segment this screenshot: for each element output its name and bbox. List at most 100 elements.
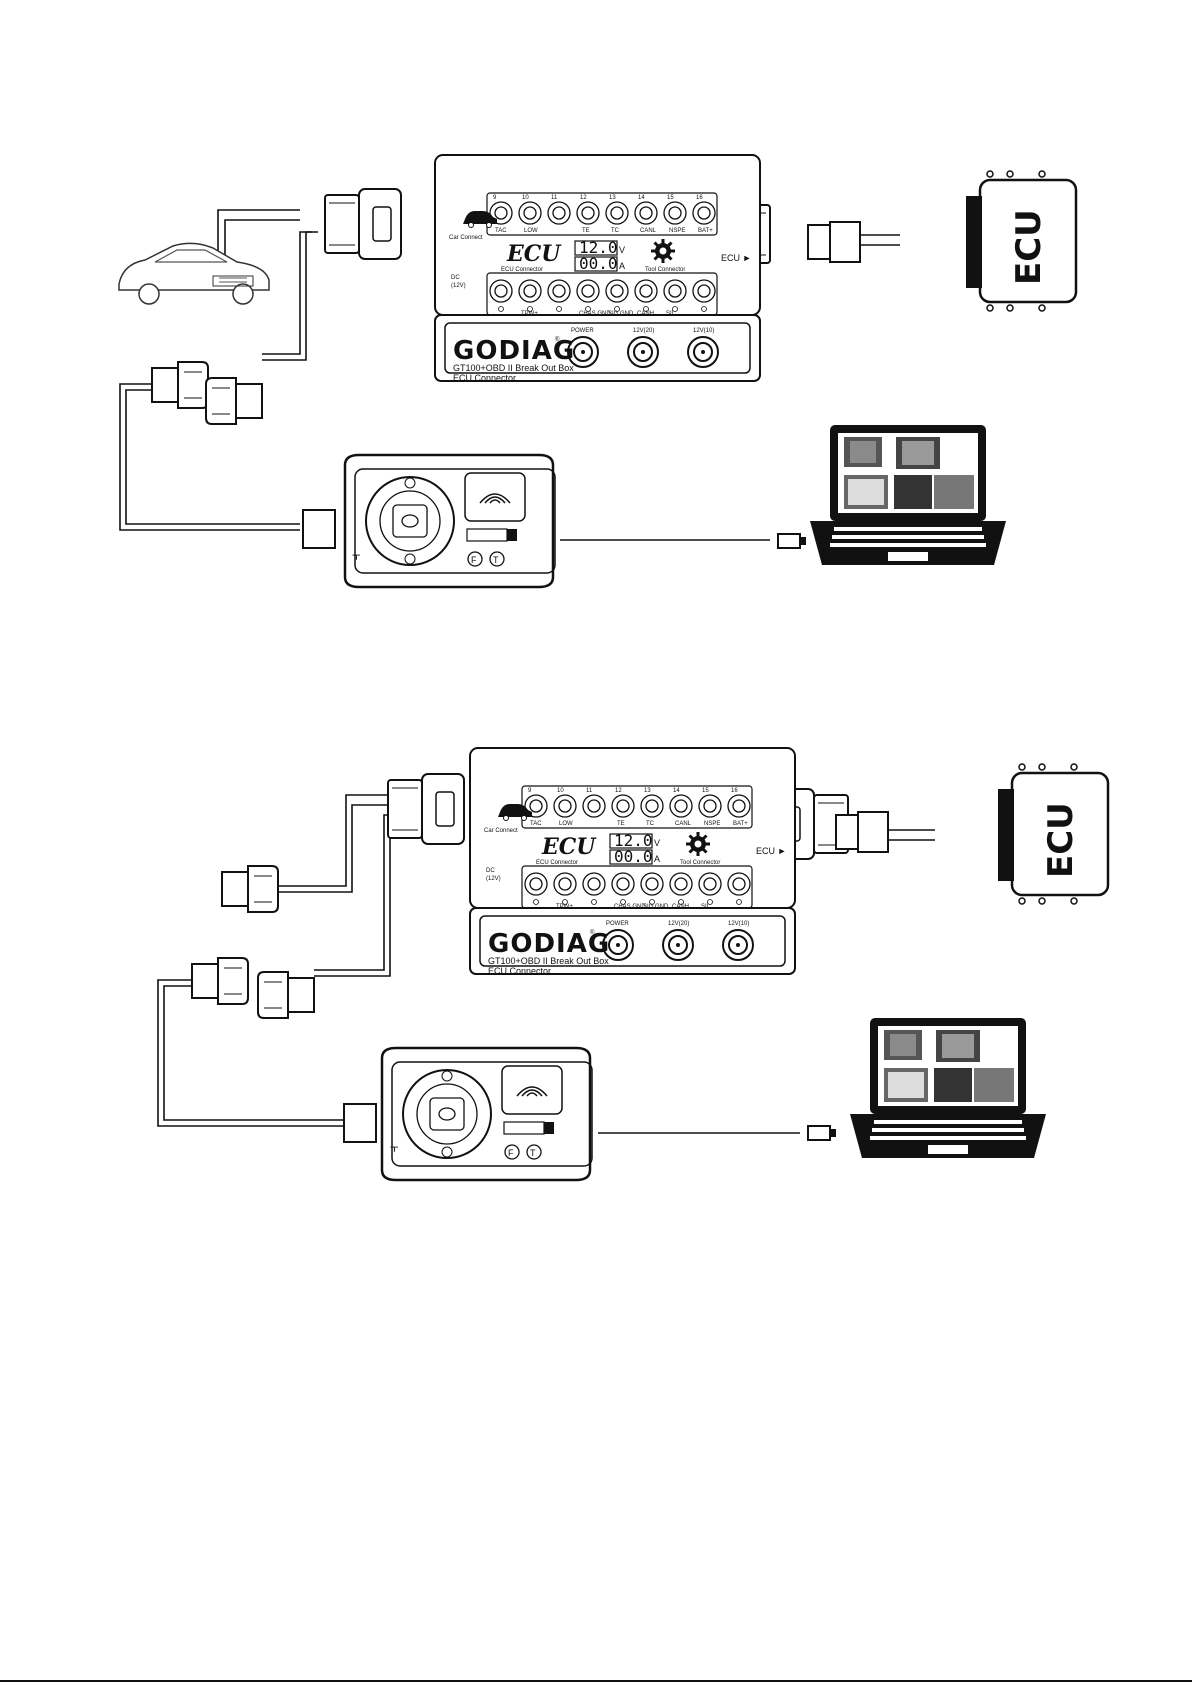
pin-number-2: 15	[702, 788, 709, 794]
pin-label-top: BAT+	[698, 228, 713, 234]
car-connect-label: Car Connect	[449, 235, 483, 241]
laptop-2	[850, 1018, 1046, 1158]
car-illustration	[118, 242, 270, 305]
voltage-unit: V	[619, 245, 625, 255]
obd-male-plug	[151, 361, 209, 409]
voltage-unit-2: V	[654, 838, 660, 848]
pin-label-bottom: SIL	[666, 311, 676, 317]
pin-number: 16	[696, 195, 703, 201]
pin-number: 15	[667, 195, 674, 201]
pin-label-top-2: CANL	[675, 821, 692, 827]
pin-number: 11	[551, 195, 558, 201]
knob-label-power: POWER	[571, 328, 594, 334]
obd-male-plug-2	[191, 957, 249, 1005]
pin-label-bottom-2: SIG GND	[643, 904, 669, 910]
diagram-top: GODIAG ® GT100+OBD II Break Out Box ECU …	[118, 153, 1078, 589]
ecu-port-label: ECU ►	[721, 253, 751, 263]
dc-voltage: (12V)	[451, 283, 466, 289]
dc-label-2: DC	[486, 868, 495, 874]
laptop	[810, 425, 1006, 565]
tool-button-t-2: T	[530, 1148, 536, 1158]
pin-label-bottom-2: CANH	[672, 904, 689, 910]
pin-number-2: 10	[557, 788, 564, 794]
device-model-line-2: GT100+OBD II Break Out Box	[488, 956, 609, 966]
pin-label-top: TAC	[495, 228, 507, 234]
knob-label-12v10-2: 12V(10)	[728, 921, 749, 927]
knob-label-12v20: 12V(20)	[633, 328, 654, 334]
current-unit: A	[619, 261, 625, 271]
programmer-tool-2	[380, 1046, 594, 1182]
tool-button-t: T	[493, 555, 499, 565]
obd-plug-car-2	[221, 865, 279, 913]
pin-number: 12	[580, 195, 587, 201]
ecu-logo: ECU	[506, 241, 562, 267]
pin-label-bottom: SIG GND	[608, 311, 634, 317]
pin-label-top-2: BAT+	[733, 821, 748, 827]
device-subtitle-2: ECU Connector	[488, 966, 551, 976]
ecu-module-label-2: ECU	[1041, 802, 1081, 878]
knob-label-12v10: 12V(10)	[693, 328, 714, 334]
pin-label-top: NSPE	[669, 228, 685, 234]
pin-label-top-2: TE	[617, 821, 625, 827]
current-display-2: 00.0	[614, 847, 653, 866]
voltage-display: 12.0	[579, 238, 618, 257]
pin-number-2: 12	[615, 788, 622, 794]
pin-label-top: LOW	[524, 228, 538, 234]
obd-female-plug	[205, 377, 263, 425]
tool-button-f: F	[471, 555, 477, 565]
pin-number: 9	[493, 195, 497, 201]
pin-number-2: 14	[673, 788, 680, 794]
device-registered-mark-2: ®	[590, 929, 595, 936]
pin-number-2: 9	[528, 788, 532, 794]
device-brand: GODIAG	[453, 336, 575, 366]
programmer-tool	[343, 453, 557, 589]
current-unit-2: A	[654, 854, 660, 864]
page-footer-rule	[0, 1680, 1192, 1682]
car-connect-label-2: Car Connect	[484, 828, 518, 834]
dc-voltage-2: (12V)	[486, 876, 501, 882]
pin-number-2: 13	[644, 788, 651, 794]
knob-label-12v20-2: 12V(20)	[668, 921, 689, 927]
pin-label-bottom: CANH	[637, 311, 654, 317]
ecu-module-label: ECU	[1009, 209, 1049, 285]
pin-number-2: 11	[586, 788, 593, 794]
pin-number-2: 16	[731, 788, 738, 794]
device-model-line: GT100+OBD II Break Out Box	[453, 363, 574, 373]
pin-label-bottom-2: CHAS GND	[614, 904, 646, 910]
tool-connector-label: Tool Connector	[645, 267, 685, 273]
dc-label: DC	[451, 275, 460, 281]
pin-label-bottom: TPW+	[521, 311, 538, 317]
device-brand-2: GODIAG	[488, 929, 610, 959]
pin-label-top: TE	[582, 228, 590, 234]
tool-button-f-2: F	[508, 1148, 514, 1158]
knob-label-power-2: POWER	[606, 921, 629, 927]
device-subtitle: ECU Connector	[453, 373, 516, 383]
pin-number: 14	[638, 195, 645, 201]
car-side-connector-2	[387, 773, 465, 845]
pin-label-top-2: LOW	[559, 821, 573, 827]
pin-label-top-2: TAC	[530, 821, 542, 827]
pin-number: 10	[522, 195, 529, 201]
pin-label-bottom-2: SIL	[701, 904, 711, 910]
obd-female-plug-2	[257, 971, 315, 1019]
voltage-display-2: 12.0	[614, 831, 653, 850]
diagram-bottom: GODIAG ® GT100+OBD II Break Out Box ECU …	[157, 746, 1110, 1182]
ecu-logo-2: ECU	[541, 834, 597, 860]
pin-label-bottom-2: TPW+	[556, 904, 573, 910]
ecu-connector-label: ECU Connector	[501, 267, 543, 273]
ecu-connector-label-2: ECU Connector	[536, 860, 578, 866]
ecu-port-label-2: ECU ►	[756, 846, 786, 856]
usb-icon: ⫟	[352, 547, 360, 563]
current-display: 00.0	[579, 254, 618, 273]
pin-label-top: CANL	[640, 228, 657, 234]
pin-label-top: TC	[611, 228, 620, 234]
tool-connector-label-2: Tool Connector	[680, 860, 720, 866]
pin-label-top-2: NSPE	[704, 821, 720, 827]
pin-label-bottom: CHAS GND	[579, 311, 611, 317]
usb-icon-2: ⫟	[390, 1139, 398, 1155]
pin-label-top-2: TC	[646, 821, 655, 827]
device-registered-mark: ®	[555, 336, 560, 343]
pin-number: 13	[609, 195, 616, 201]
car-side-connector	[324, 188, 402, 260]
